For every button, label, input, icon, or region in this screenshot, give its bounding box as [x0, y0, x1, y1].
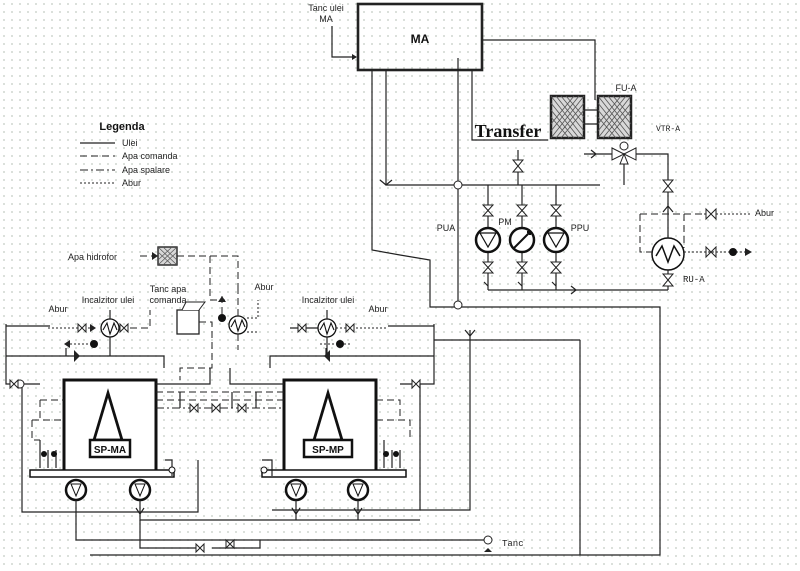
abur-left-label: Abur	[48, 304, 67, 314]
sp-mp-label: SP-MP	[312, 445, 344, 456]
right-outer-loop	[269, 324, 435, 385]
legend-item-ulei: Ulei	[122, 138, 138, 148]
fu-a-label: FU-A	[616, 83, 637, 93]
inlet-arrow	[352, 54, 357, 60]
wash-water-cross	[156, 391, 284, 401]
transfer-label: Transfer	[475, 121, 542, 141]
pua-label: PUA	[437, 223, 456, 233]
vent-valve	[511, 159, 525, 173]
sludge-line-1	[75, 500, 490, 541]
ma-return-pipe	[90, 70, 661, 556]
tanc-bottom-label: Tanc	[502, 539, 524, 549]
legend-item-abur: Abur	[122, 178, 141, 188]
legend: Legenda Ulei Apa comanda Apa spalare Abu…	[80, 121, 178, 188]
sp-ma-label: SP-MA	[94, 445, 126, 456]
legend-title: Legenda	[99, 121, 145, 133]
tanc-apa-label-2: comanda	[149, 295, 186, 305]
pm-label: PM	[498, 217, 512, 227]
ru-a-heater: RU-A	[651, 179, 705, 290]
ppu-label: PPU	[571, 223, 590, 233]
tanc-ulei-ma-label-2: MA	[319, 14, 333, 24]
incalzitor-right-label: Incalzitor ulei	[302, 295, 355, 305]
abur-right-label: Abur	[755, 208, 774, 218]
pump-group: PUA PM PPU	[437, 185, 668, 295]
left-outer-loop	[5, 324, 165, 385]
sp-ma-separator: SP-MA	[29, 378, 176, 502]
legend-item-apa-spalare: Apa spalare	[122, 165, 170, 175]
abur-center-label: Abur	[254, 282, 273, 292]
ru-a-label: RU-A	[683, 275, 705, 285]
tanc-apa-comanda	[176, 309, 200, 335]
abur-mid-right-label: Abur	[368, 304, 387, 314]
control-water-line	[177, 255, 239, 301]
ma-tank-label: MA	[411, 32, 430, 46]
ru-a-steam-bypass	[639, 213, 700, 253]
apa-hidrofor-label: Apa hidrofor	[68, 252, 117, 262]
tanc-ulei-ma-label-1: Tanc ulei	[308, 3, 344, 13]
legend-item-apa-comanda: Apa comanda	[122, 151, 178, 161]
oil-inlet-pipe	[331, 26, 356, 58]
pump-discharge-valves	[481, 261, 563, 274]
tanc-apa-label-1: Tanc apa	[150, 284, 187, 294]
fu-a-return	[482, 39, 596, 100]
pump-suction-valves	[481, 204, 563, 217]
fu-a-feed	[471, 70, 548, 141]
incalzitor-left-label: Incalzitor ulei	[82, 295, 135, 305]
fu-a-filter-group: FU-A	[549, 83, 637, 140]
vtr-a-label: VTR-A	[656, 125, 680, 134]
ma-tank	[356, 2, 484, 72]
sp-mp-separator: SP-MP	[260, 378, 411, 502]
